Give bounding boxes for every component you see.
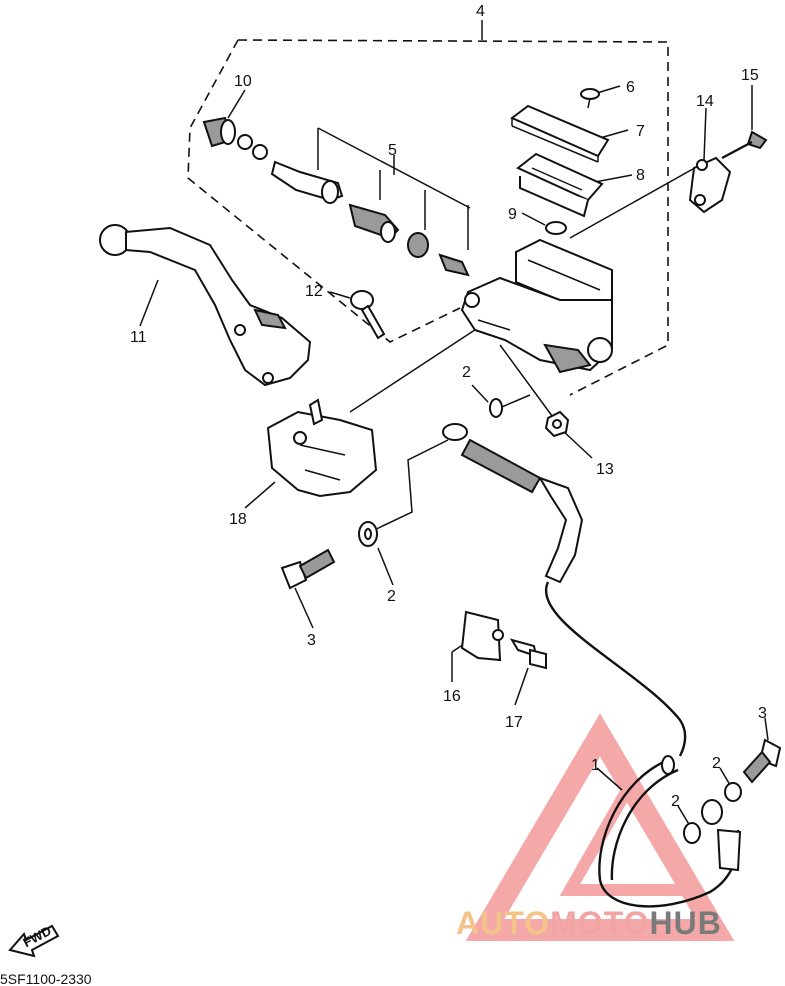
callout-9: 9 (508, 206, 517, 223)
callout-8: 8 (636, 167, 645, 184)
callout-2: 2 (462, 364, 471, 381)
part-17-bolt (509, 638, 547, 670)
part-3-banjo-bolt-right (742, 738, 782, 784)
callout-7: 7 (636, 123, 645, 140)
part-14-clamp (688, 156, 732, 214)
callout-14: 14 (696, 93, 714, 110)
callout-12: 12 (305, 283, 323, 300)
callout-11: 11 (130, 329, 147, 346)
callout-6: 6 (626, 79, 635, 96)
part-8-diaphragm (516, 152, 604, 218)
callout-3: 3 (758, 705, 767, 722)
part-10-dust-boot (202, 116, 268, 160)
part-7-reservoir-cap (510, 104, 610, 163)
part-11-lever (99, 224, 312, 387)
part-9-grommet (545, 221, 567, 235)
fwd-arrow-icon: FWD (8, 923, 60, 958)
hose-upper (442, 423, 687, 757)
part-12-pivot-bolt (350, 290, 386, 340)
callout-10: 10 (234, 73, 252, 90)
callout-2: 2 (387, 588, 396, 605)
leader-lines (139, 85, 769, 827)
part-6-screw (580, 88, 600, 109)
watermark-moto: MOTO (550, 905, 649, 941)
watermark-text: AUTOMOTOHUB (456, 905, 722, 941)
part-15-bolt (721, 130, 768, 160)
callout-16: 16 (443, 688, 461, 705)
callout-1: 1 (591, 757, 600, 774)
part-3-banjo-bolt-left (280, 548, 336, 590)
callout-17: 17 (505, 714, 523, 731)
diagram-code: 5SF1100-2330 (0, 971, 92, 986)
watermark-logo (465, 713, 735, 941)
part-2-washers-lower (683, 782, 742, 844)
callout-3: 3 (307, 632, 316, 649)
part-13-nut (544, 410, 570, 438)
callout-labels: 1 2 2 2 2 3 3 4 5 6 7 8 9 10 11 12 13 14… (130, 3, 767, 810)
callout-4: 4 (476, 3, 485, 20)
part-5-piston-kit (270, 160, 470, 277)
part-18-switch (266, 398, 378, 498)
callout-2: 2 (671, 793, 680, 810)
part-16-hose-bracket (460, 610, 504, 662)
watermark-hub: HUB (649, 905, 721, 941)
watermark-auto: AUTO (456, 905, 550, 941)
callout-2: 2 (712, 755, 721, 772)
part-1-lower-hose (598, 755, 742, 908)
callout-18: 18 (229, 511, 247, 528)
callout-13: 13 (596, 461, 614, 478)
part-2-washer-left (358, 521, 378, 547)
part-2-washer-upper (489, 398, 503, 418)
callout-15: 15 (741, 67, 759, 84)
assembly-boundary-4 (187, 20, 669, 396)
callout-5: 5 (388, 142, 397, 159)
part-4-master-cylinder (460, 238, 613, 374)
